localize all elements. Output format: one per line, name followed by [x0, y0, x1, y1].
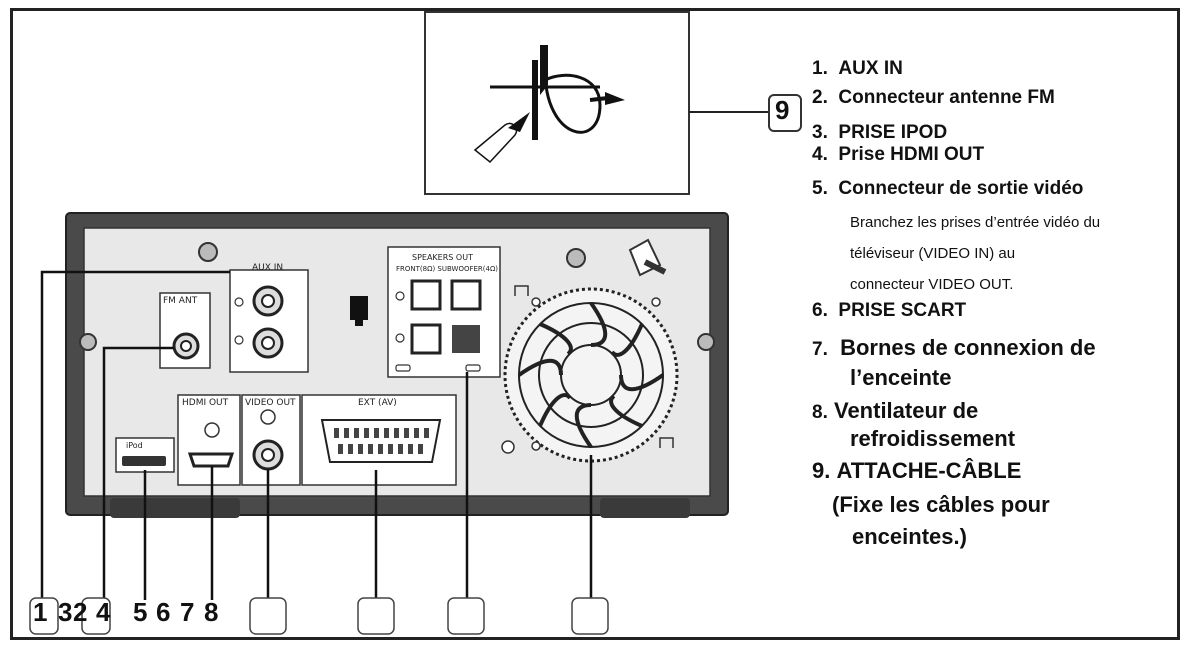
list-item-9-cont-line2: enceintes.): [852, 524, 967, 549]
aux-in-label: AUX IN: [252, 263, 284, 273]
callout-9-number: 9: [775, 95, 790, 125]
device-body: [65, 212, 729, 518]
list-item-7-cont: l’enceinte: [850, 365, 952, 390]
list-item-8: 8. Ventilateur de: [812, 398, 979, 423]
ext-av-label: EXT (AV): [358, 398, 397, 408]
video-out-label: VIDEO OUT: [245, 398, 296, 408]
bottom-number-7: 7: [180, 597, 195, 627]
bottom-number-8: 8: [204, 597, 219, 627]
list-item-5-desc-line1: Branchez les prises d’entrée vidéo du: [850, 214, 1101, 231]
bottom-number-2: 2: [73, 597, 88, 627]
bottom-number-6: 6: [156, 597, 171, 627]
bottom-number-4: 4: [96, 597, 111, 627]
list-item-8-cont: refroidissement: [850, 426, 1016, 451]
list-item-2: 2. Connecteur antenne FM: [812, 87, 1055, 108]
list-item-9: 9. ATTACHE-CÂBLE: [812, 458, 1022, 483]
list-item-4: 4. Prise HDMI OUT: [812, 144, 985, 165]
cable-tie-drawing: [473, 45, 625, 164]
bottom-callout-boxes: [29, 597, 609, 635]
speakers-sub-label: FRONT(8Ω) SUBWOOFER(4Ω): [396, 265, 499, 273]
list-item-6: 6. PRISE SCART: [812, 300, 967, 321]
leader-lines: [40, 270, 593, 600]
bottom-number-3: 3: [58, 597, 73, 627]
list-item-3: 3. PRISE IPOD: [812, 122, 948, 143]
list-item-5: 5. Connecteur de sortie vidéo: [812, 178, 1084, 199]
cable-tie-inset: [424, 11, 690, 195]
list-item-5-desc-line2: téléviseur (VIDEO IN) au: [850, 245, 1016, 262]
list-item-7: 7. Bornes de connexion de: [812, 335, 1096, 360]
bottom-number-1: 1: [33, 597, 48, 627]
fm-ant-label: FM ANT: [163, 296, 198, 306]
list-item-1: 1. AUX IN: [812, 58, 903, 79]
callout-9-box: [768, 94, 802, 132]
list-item-5-desc-line3: connecteur VIDEO OUT.: [850, 276, 1014, 293]
bottom-number-5: 5: [133, 597, 148, 627]
ipod-label: iPod: [126, 441, 143, 450]
hdmi-out-label: HDMI OUT: [182, 398, 229, 408]
list-item-9-cont-line1: (Fixe les câbles pour: [832, 492, 1050, 517]
speakers-out-label: SPEAKERS OUT: [412, 253, 473, 262]
